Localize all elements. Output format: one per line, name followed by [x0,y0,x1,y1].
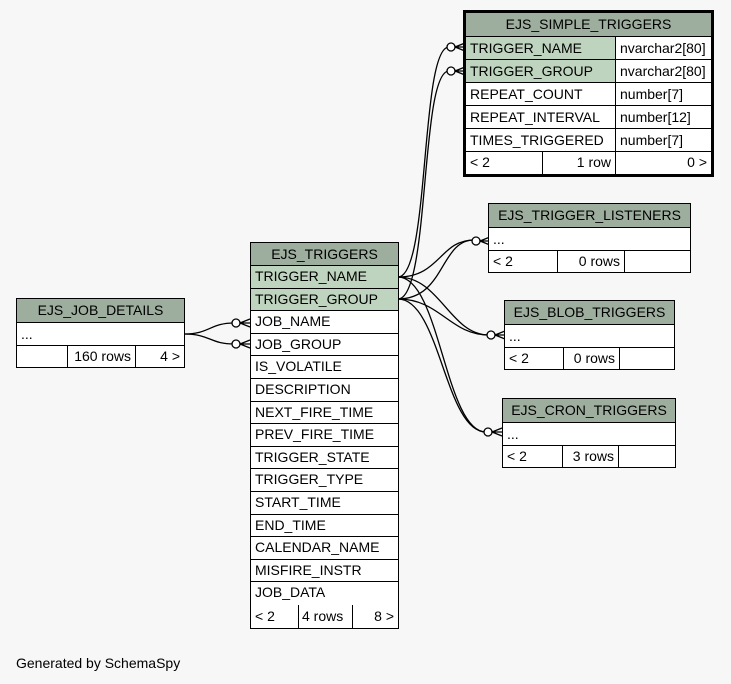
table-footer: < 2 3 rows [503,446,675,468]
table-header[interactable]: EJS_TRIGGER_LISTENERS [489,204,690,228]
table-row[interactable]: TRIGGER_GROUP nvarchar2[80] [466,60,711,83]
parents-count[interactable]: < 2 [255,608,275,624]
columns-placeholder: ... [17,323,184,346]
column-name: REPEAT_COUNT [470,86,583,102]
fk-line-simple-trigger-group [397,70,450,300]
column-name[interactable]: TRIGGER_TYPE [251,469,398,492]
table-ejs-job-details[interactable]: EJS_JOB_DETAILS ... 160 rows 4 > [16,298,185,368]
fk-line-job-name [183,322,235,335]
column-name[interactable]: JOB_GROUP [251,334,398,357]
fk-line-job-group [183,333,235,345]
column-name[interactable]: JOB_NAME [251,311,398,334]
column-name[interactable]: TRIGGER_STATE [251,447,398,470]
row-count: 0 rows [557,251,624,273]
column-name[interactable]: NEXT_FIRE_TIME [251,402,398,425]
parents-count[interactable]: < 2 [470,154,490,170]
column-name[interactable]: JOB_DATA [255,584,326,601]
table-footer: 160 rows 4 > [17,346,184,368]
column-type: number[12] [615,106,711,128]
children-count [618,446,675,468]
column-name[interactable]: CALENDAR_NAME [251,537,398,560]
parents-count[interactable]: < 2 [507,448,527,464]
fk-end-circle [231,339,241,349]
generated-by-text: Generated by SchemaSpy [16,655,181,671]
table-row[interactable]: REPEAT_COUNT number[7] [466,83,711,106]
column-name[interactable]: DESCRIPTION [251,379,398,402]
table-header[interactable]: EJS_JOB_DETAILS [17,299,184,323]
row-count: 160 rows [67,346,135,368]
table-header[interactable]: EJS_BLOB_TRIGGERS [505,301,674,325]
fk-line-blob-group [397,298,490,336]
column-type: nvarchar2[80] [615,60,711,82]
column-type: number[7] [615,129,711,151]
fk-line-cron-group [397,298,487,433]
table-ejs-cron-triggers[interactable]: EJS_CRON_TRIGGERS ... < 2 3 rows [502,398,676,468]
row-count: 4 rows [298,605,352,628]
fk-line-cron-name [397,276,487,433]
table-header[interactable]: EJS_TRIGGERS [251,243,398,266]
fk-end-circle [446,42,456,52]
columns-placeholder: ... [505,325,674,348]
table-row[interactable]: REPEAT_INTERVAL number[12] [466,106,711,129]
children-count[interactable]: 8 > [352,605,398,628]
column-name[interactable]: MISFIRE_INSTR [251,560,398,583]
row-count: 3 rows [562,446,618,468]
column-name[interactable]: END_TIME [251,515,398,538]
crowfoot-icon [491,427,503,437]
column-type: nvarchar2[80] [615,37,711,59]
table-footer: < 2 4 rows 8 > [251,605,398,628]
children-count [619,348,674,370]
fk-line-simple-trigger-name [397,46,450,278]
table-header[interactable]: EJS_SIMPLE_TRIGGERS [466,13,711,37]
columns-placeholder: ... [503,423,675,446]
fk-end-circle [483,427,493,437]
crowfoot-icon [239,339,251,349]
crowfoot-icon [239,318,251,328]
table-ejs-simple-triggers[interactable]: EJS_SIMPLE_TRIGGERS TRIGGER_NAME nvarcha… [463,10,714,177]
row-count: 0 rows [563,348,619,370]
fk-line-listeners-group [397,239,475,300]
column-name[interactable]: IS_VOLATILE [251,356,398,379]
table-header[interactable]: EJS_CRON_TRIGGERS [503,399,675,423]
table-footer: < 2 1 row 0 > [466,152,711,174]
column-name: TIMES_TRIGGERED [470,132,604,148]
table-ejs-blob-triggers[interactable]: EJS_BLOB_TRIGGERS ... < 2 0 rows [504,300,675,370]
fk-line-blob-name [397,276,490,336]
children-count[interactable]: 0 > [615,152,711,174]
fk-end-circle [231,318,241,328]
fk-end-circle [486,330,496,340]
row-count: 1 row [542,152,615,174]
column-name: TRIGGER_GROUP [466,60,615,82]
parents-count [17,346,67,368]
fk-end-circle [446,66,456,76]
column-name[interactable]: TRIGGER_NAME [251,266,398,289]
column-name[interactable]: PREV_FIRE_TIME [251,424,398,447]
column-name: REPEAT_INTERVAL [470,109,600,125]
column-name[interactable]: TRIGGER_GROUP [251,288,398,312]
table-ejs-trigger-listeners[interactable]: EJS_TRIGGER_LISTENERS ... < 2 0 rows [488,203,691,273]
column-name: TRIGGER_NAME [466,37,615,59]
children-count[interactable]: 4 > [135,346,184,368]
table-row[interactable]: TRIGGER_NAME nvarchar2[80] [466,37,711,60]
fk-line-listeners-name [397,239,475,278]
table-row[interactable]: TIMES_TRIGGERED number[7] [466,129,711,152]
parents-count[interactable]: < 2 [493,253,513,269]
column-type: number[7] [615,83,711,105]
column-name[interactable]: START_TIME [251,492,398,515]
columns-placeholder: ... [489,228,690,251]
table-footer: < 2 0 rows [505,348,674,370]
children-count [624,251,690,273]
table-footer: < 2 0 rows [489,251,690,273]
parents-count[interactable]: < 2 [509,350,529,366]
fk-end-circle [471,236,481,246]
